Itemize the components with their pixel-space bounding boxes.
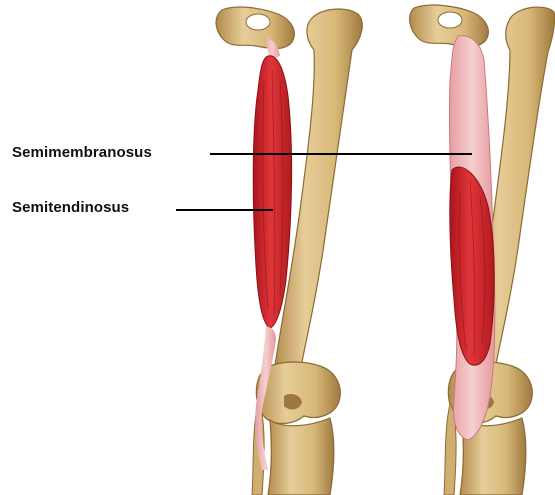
right-leg xyxy=(410,5,555,495)
left-tibia xyxy=(268,418,334,495)
semimembranosus-label: Semimembranosus xyxy=(12,144,152,161)
left-leg xyxy=(216,7,362,495)
semitendinosus-label: Semitendinosus xyxy=(12,199,129,216)
